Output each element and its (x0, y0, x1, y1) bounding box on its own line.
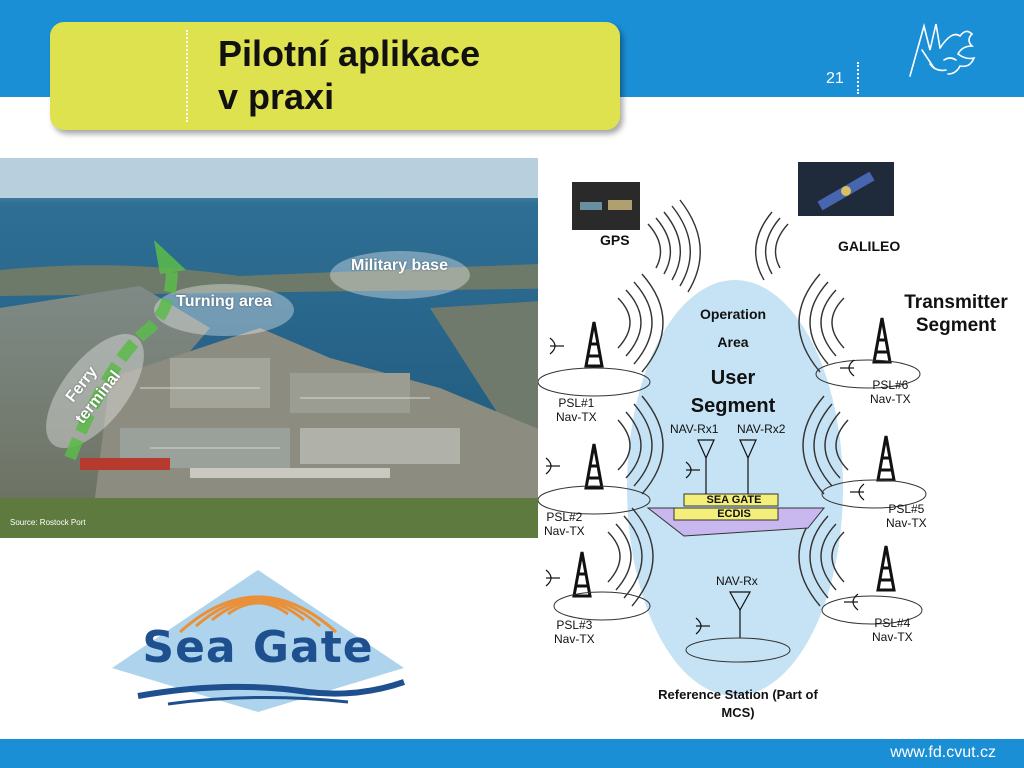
tower-psl6-icon (815, 317, 921, 389)
station-role: Nav-TX (872, 630, 913, 644)
tower-psl3-icon (553, 551, 651, 621)
reference-station-label: Reference Station (Part of MCS) (658, 687, 818, 720)
satellite-signal-icon (647, 199, 789, 293)
station-label: PSL#5 Nav-TX (886, 502, 927, 530)
title-line-1: Pilotní aplikace (218, 33, 481, 74)
station-id: PSL#3 (556, 618, 593, 632)
transmitter-segment-label: Transmitter Segment (904, 292, 1008, 336)
station-label: PSL#1 Nav-TX (556, 396, 597, 424)
turning-area-label: Turning area (176, 293, 272, 310)
title-line-2: v praxi (218, 76, 335, 117)
slide-title: Pilotní aplikace v praxi (218, 32, 480, 118)
station-role: Nav-TX (886, 516, 927, 530)
tower-signal-icon (607, 273, 849, 607)
station-role: Nav-TX (556, 410, 597, 424)
station-label: PSL#2 Nav-TX (544, 510, 585, 538)
tower-psl2-icon (537, 443, 651, 515)
aerial-port-photo: Military base Turning area Ferry termina… (0, 158, 588, 538)
nav-rx2-label: NAV-Rx2 (737, 422, 786, 436)
operation-area-label: Operation Area (699, 306, 767, 350)
seagate-logo: Sea Gate (108, 564, 408, 714)
tower-psl1-icon (537, 321, 651, 397)
diagram-graphics (537, 162, 927, 696)
signal-waves-icon (178, 595, 338, 634)
station-id: PSL#4 (874, 616, 911, 630)
page-number: 21 (826, 70, 844, 87)
tower-psl5-icon (821, 435, 927, 509)
port-photo-illustration (0, 158, 588, 538)
footer-band (0, 739, 1024, 768)
tower-psl4-icon (821, 545, 923, 625)
station-label: PSL#6 Nav-TX (870, 378, 911, 406)
station-role: Nav-TX (554, 632, 595, 646)
title-box: Pilotní aplikace v praxi (50, 22, 620, 130)
user-segment-label: User Segment (690, 367, 776, 417)
station-role: Nav-TX (870, 392, 911, 406)
photo-source: Source: Rostock Port (10, 518, 86, 527)
nav-rx-label: NAV-Rx (716, 574, 758, 588)
nav-rx1-label: NAV-Rx1 (670, 422, 719, 436)
seagate-logo-text: Sea Gate (142, 622, 374, 673)
galileo-satellite-icon (798, 162, 894, 216)
gps-satellite-icon (572, 182, 640, 230)
cvut-lion-logo-icon (909, 22, 976, 77)
military-base-label: Military base (351, 257, 448, 274)
ecdis-box-label: ECDIS (717, 508, 751, 520)
page-number-separator (857, 62, 859, 94)
website-link[interactable]: www.fd.cvut.cz (890, 744, 996, 761)
galileo-label: GALILEO (838, 238, 901, 254)
station-id: PSL#2 (546, 510, 583, 524)
title-separator (186, 30, 188, 122)
station-id: PSL#1 (558, 396, 595, 410)
ship-antenna-icon (697, 439, 757, 638)
station-id: PSL#5 (888, 502, 925, 516)
seagate-logo-graphic (108, 564, 408, 714)
station-id: PSL#6 (872, 378, 909, 392)
station-role: Nav-TX (544, 524, 585, 538)
dish-antenna-icon (545, 337, 865, 635)
gps-label: GPS (600, 232, 630, 248)
seagate-box-label: SEA GATE (706, 494, 762, 506)
station-label: PSL#3 Nav-TX (554, 618, 595, 646)
seagate-system-diagram: GPS GALILEO Operation Area User Segment … (537, 158, 1024, 724)
station-label: PSL#4 Nav-TX (872, 616, 913, 644)
